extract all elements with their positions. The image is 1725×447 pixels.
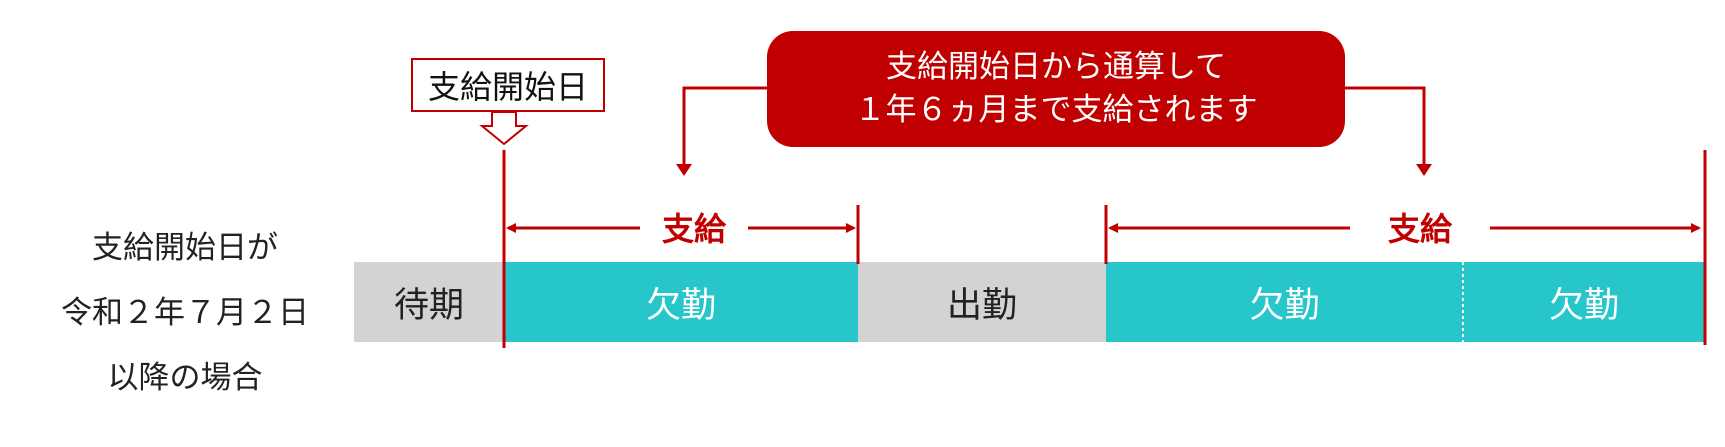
duration-callout: 支給開始日から通算して １年６ヵ月まで支給されます	[767, 31, 1345, 147]
segment-waiting: 待期	[354, 262, 504, 342]
pay-label-2: 支給	[1374, 204, 1466, 250]
segment-absence-3: 欠勤	[1463, 262, 1705, 342]
segment-work: 出勤	[858, 262, 1106, 342]
callout-line1: 支給開始日から通算して	[885, 49, 1227, 85]
segment-absence-2: 欠勤	[1106, 262, 1463, 342]
start-date-box: 支給開始日	[411, 58, 605, 112]
condition-label-line3: 以降の場合	[107, 360, 263, 396]
condition-label-line1: 支給開始日が	[92, 230, 278, 266]
callout-connector-right	[1345, 86, 1426, 167]
pay-label-1: 支給	[648, 204, 740, 250]
callout-line2: １年６ヵ月まで支給されます	[854, 92, 1258, 128]
callout-connector-left	[682, 86, 767, 167]
segment-absence-1: 欠勤	[504, 262, 858, 342]
start-down-arrow-icon	[479, 111, 529, 146]
condition-label-line2: 令和２年７月２日	[61, 295, 309, 331]
